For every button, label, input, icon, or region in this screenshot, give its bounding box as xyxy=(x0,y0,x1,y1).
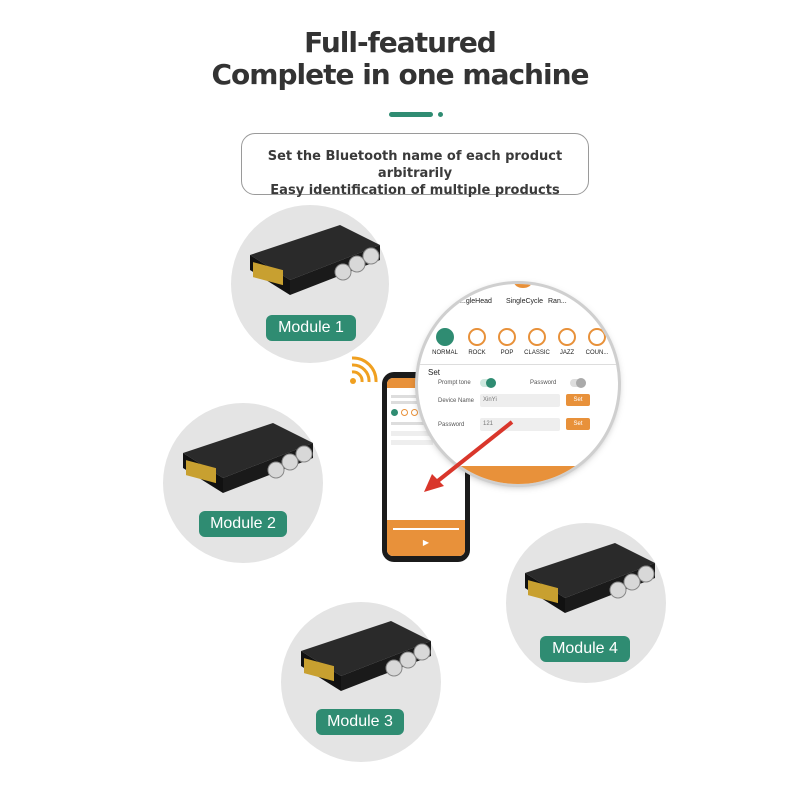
classic-mode-icon[interactable] xyxy=(528,328,546,346)
heading-line-2: Complete in one machine xyxy=(211,58,589,91)
heading-line-1: Full-featured xyxy=(304,26,497,59)
description-line-1: Set the Bluetooth name of each product a… xyxy=(267,149,563,181)
play-mode-1[interactable]: ...gleHead xyxy=(460,298,492,305)
password-toggle[interactable] xyxy=(570,378,586,388)
module-3-board-image xyxy=(301,621,431,691)
module-4-board-image xyxy=(525,543,655,613)
mode-label-rock: ROCK xyxy=(468,350,486,356)
mode-label-classic: CLASSIC xyxy=(524,350,550,356)
bluetooth-signal-icon xyxy=(350,356,378,384)
module-2-board-image xyxy=(183,423,313,493)
country-mode-icon[interactable] xyxy=(588,328,606,346)
pop-mode-icon[interactable] xyxy=(498,328,516,346)
normal-mode-icon[interactable] xyxy=(436,328,454,346)
set-section-title: Set xyxy=(428,368,441,377)
play-mode-2[interactable]: SingleCycle xyxy=(506,298,543,305)
password-label: Password xyxy=(438,422,465,428)
jazz-mode-icon[interactable] xyxy=(558,328,576,346)
device-name-set-button[interactable]: Set xyxy=(566,394,590,406)
phone-player-bar: ▶ xyxy=(387,520,465,556)
device-name-label: Device Name xyxy=(438,398,475,404)
mode-label-jazz: JAZZ xyxy=(559,350,575,356)
orange-top-knob xyxy=(514,284,532,288)
module-4-label: Module 4 xyxy=(540,636,630,662)
password-toggle-label: Password xyxy=(530,380,557,386)
accent-dot xyxy=(438,112,443,117)
app-zoom-view: ...gleHead SingleCycle Ran... NORMAL ROC… xyxy=(418,284,618,484)
mode-label-pop: POP xyxy=(500,350,514,356)
device-name-input[interactable]: XinYi xyxy=(480,394,560,407)
red-arrow-icon xyxy=(424,420,514,492)
password-input[interactable]: 121 xyxy=(480,418,560,431)
mode-label-country: COUN... xyxy=(585,350,609,356)
module-1-label: Module 1 xyxy=(266,315,356,341)
mode-label-normal: NORMAL xyxy=(432,350,458,356)
description-line-2: Easy identification of multiple products xyxy=(270,183,560,198)
rock-mode-icon[interactable] xyxy=(468,328,486,346)
module-3-label: Module 3 xyxy=(316,709,404,735)
accent-bar xyxy=(389,112,433,117)
password-set-button[interactable]: Set xyxy=(566,418,590,430)
divider xyxy=(418,364,618,365)
play-mode-3[interactable]: Ran... xyxy=(548,298,567,305)
module-2-label: Module 2 xyxy=(199,511,287,537)
prompt-tone-label: Prompt tone xyxy=(438,380,471,386)
module-1-board-image xyxy=(250,225,380,295)
prompt-tone-toggle[interactable] xyxy=(480,378,496,388)
orange-footer xyxy=(418,466,618,484)
description-box: Set the Bluetooth name of each product a… xyxy=(241,133,589,198)
